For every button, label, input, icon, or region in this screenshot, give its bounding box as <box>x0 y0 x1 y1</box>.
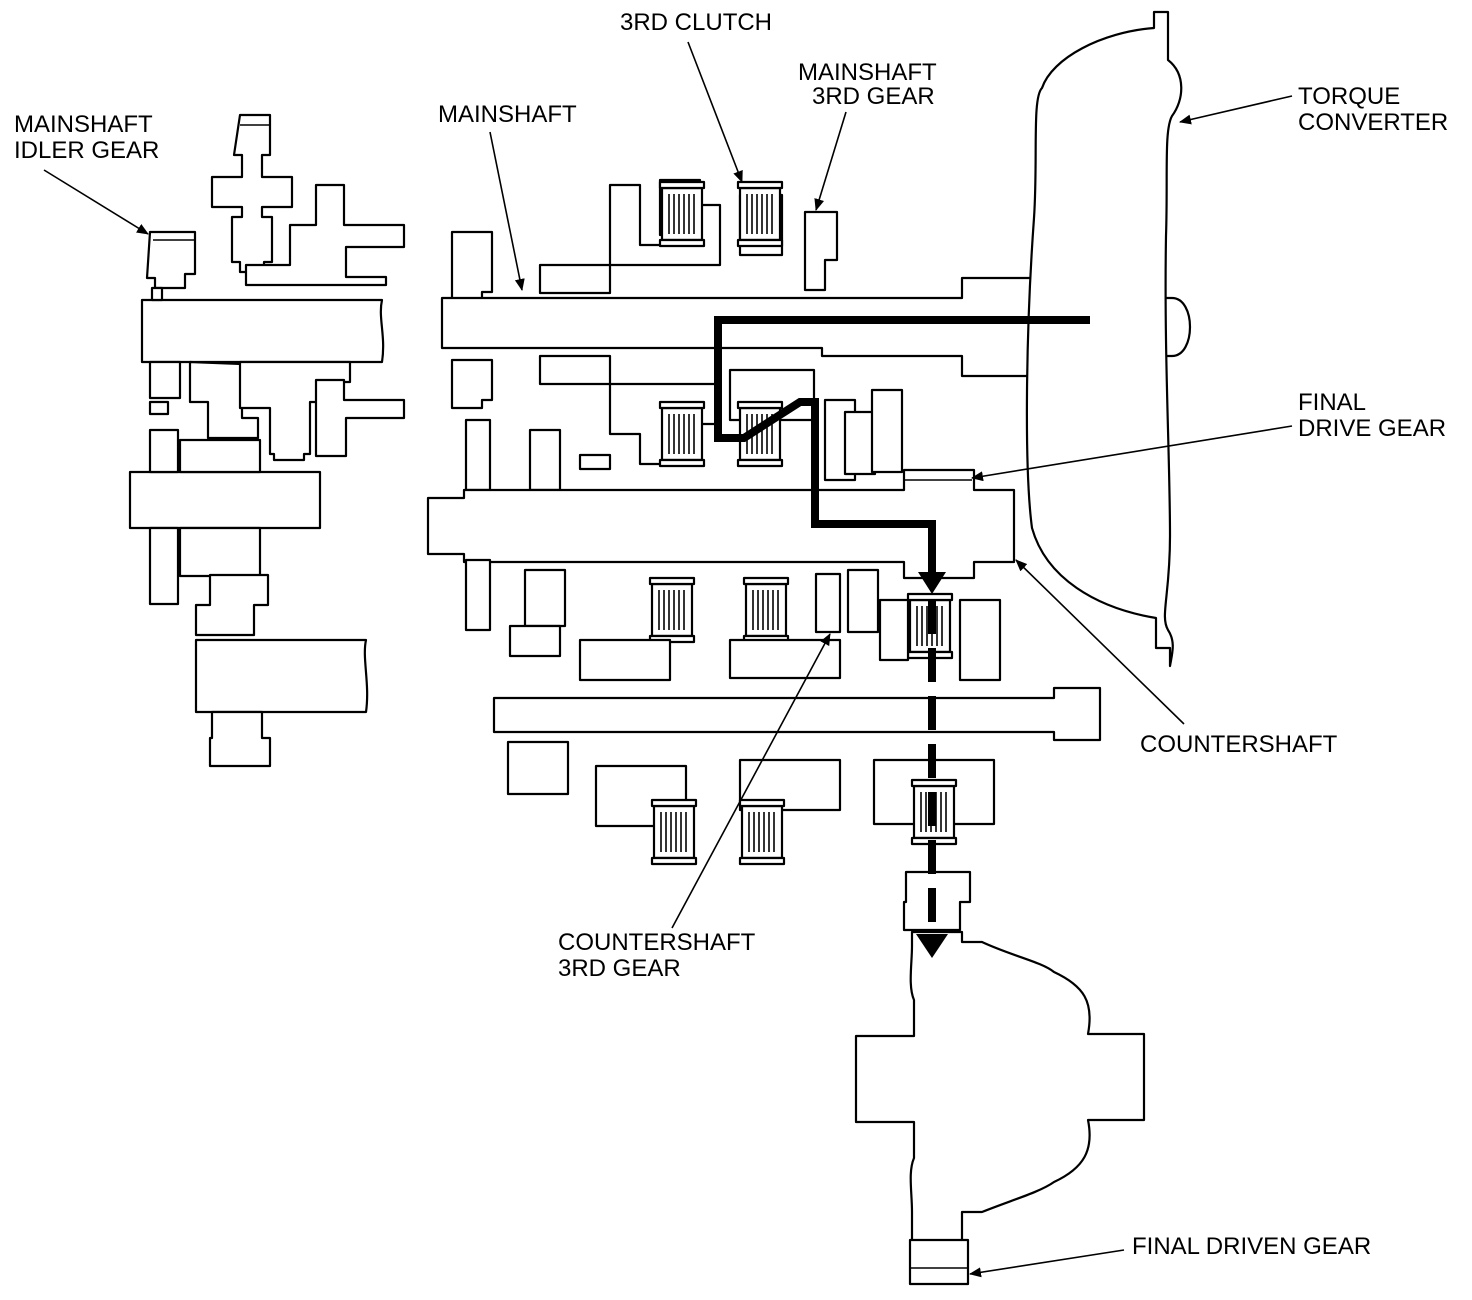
torque-converter <box>1025 10 1183 668</box>
label-countershaft-third-gear: COUNTERSHAFT 3RD GEAR <box>558 929 762 982</box>
label-mainshaft: MAINSHAFT <box>438 101 577 128</box>
label-mainshaft-third-gear: MAINSHAFT 3RD GEAR <box>798 59 943 110</box>
idler-shaft-assembly <box>128 113 406 768</box>
label-torque-converter: TORQUE CONVERTER <box>1298 83 1448 136</box>
callout-labels: MAINSHAFT IDLER GEAR MAINSHAFT 3RD CLUTC… <box>14 9 1448 1260</box>
power-flow-path <box>714 316 1090 958</box>
leader-lines <box>43 41 1293 1278</box>
label-final-drive-gear: FINAL DRIVE GEAR <box>1298 389 1446 442</box>
label-mainshaft-idler-gear: MAINSHAFT IDLER GEAR <box>14 111 159 164</box>
label-third-clutch: 3RD CLUTCH <box>620 9 772 36</box>
main-assembly <box>426 178 1191 866</box>
label-countershaft: COUNTERSHAFT <box>1140 731 1338 758</box>
label-final-driven-gear: FINAL DRIVEN GEAR <box>1132 1233 1371 1260</box>
differential-assembly <box>854 870 1146 1286</box>
